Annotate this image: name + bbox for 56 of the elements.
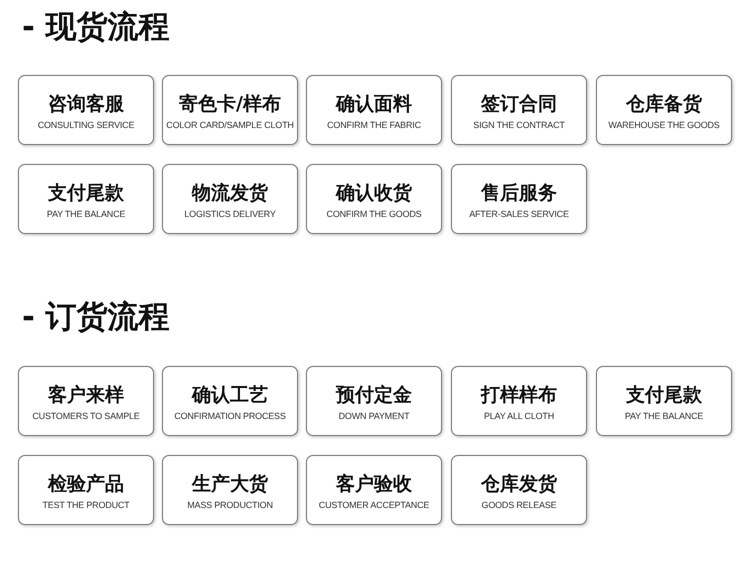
step-subtitle: DOWN PAYMENT	[338, 410, 410, 420]
step-title: 检验产品	[48, 472, 124, 496]
step-box	[451, 455, 587, 525]
section-heading: - 订货流程	[22, 298, 170, 337]
step-subtitle: WAREHOUSE THE GOODS	[608, 120, 720, 130]
step-subtitle: MASS PRODUCTION	[187, 500, 273, 510]
step-title: 物流发货	[192, 180, 268, 206]
step-subtitle: COLOR CARD/SAMPLE CLOTH	[166, 120, 294, 130]
step-title: 咨询客服	[48, 92, 124, 116]
step-box	[18, 164, 154, 234]
step-title: 寄色卡/样布	[179, 92, 281, 116]
step-box	[18, 366, 154, 436]
step-subtitle: GOODS RELEASE	[482, 500, 556, 510]
step-box	[596, 366, 732, 436]
step-box	[451, 164, 587, 234]
step-subtitle: CONFIRM THE FABRIC	[327, 120, 421, 130]
step-box	[162, 366, 298, 436]
step-title: 预付定金	[336, 382, 412, 408]
step-title: 客户来样	[48, 382, 124, 408]
step-subtitle: AFTER-SALES SERVICE	[469, 208, 569, 218]
step-box	[596, 75, 732, 145]
step-title: 生产大货	[192, 472, 268, 496]
step-subtitle: TEST THE PRODUCT	[42, 500, 130, 510]
step-subtitle: CONSULTING SERVICE	[38, 120, 134, 130]
step-box	[18, 75, 154, 145]
step-subtitle: PAY THE BALANCE	[46, 208, 126, 218]
step-box	[306, 75, 442, 145]
step-subtitle: LOGISTICS DELIVERY	[184, 208, 276, 218]
step-box	[306, 366, 442, 436]
step-box	[451, 75, 587, 145]
step-subtitle: PLAY ALL CLOTH	[484, 410, 554, 420]
step-title: 确认收货	[336, 180, 412, 206]
step-title: 仓库发货	[481, 472, 557, 496]
step-title: 客户验收	[336, 472, 412, 496]
step-box	[451, 366, 587, 436]
step-box	[18, 455, 154, 525]
step-title: 支付尾款	[626, 382, 702, 408]
step-box	[162, 455, 298, 525]
step-title: 确认工艺	[192, 382, 268, 408]
step-title: 售后服务	[481, 180, 557, 206]
step-subtitle: CUSTOMERS TO SAMPLE	[32, 410, 140, 420]
step-box	[306, 455, 442, 525]
section-heading: - 现货流程	[22, 8, 170, 47]
step-title: 签订合同	[481, 92, 557, 116]
step-box	[306, 164, 442, 234]
step-box	[162, 164, 298, 234]
step-title: 仓库备货	[626, 92, 702, 116]
step-subtitle: SIGN THE CONTRACT	[473, 120, 565, 130]
step-subtitle: CONFIRMATION PROCESS	[174, 410, 286, 420]
step-subtitle: CONFIRM THE GOODS	[326, 208, 422, 218]
step-title: 打样样布	[481, 382, 557, 408]
step-title: 确认面料	[336, 92, 412, 116]
step-subtitle: CUSTOMER ACCEPTANCE	[318, 500, 430, 510]
step-box	[162, 75, 298, 145]
step-subtitle: PAY THE BALANCE	[624, 410, 704, 420]
step-title: 支付尾款	[48, 180, 124, 206]
